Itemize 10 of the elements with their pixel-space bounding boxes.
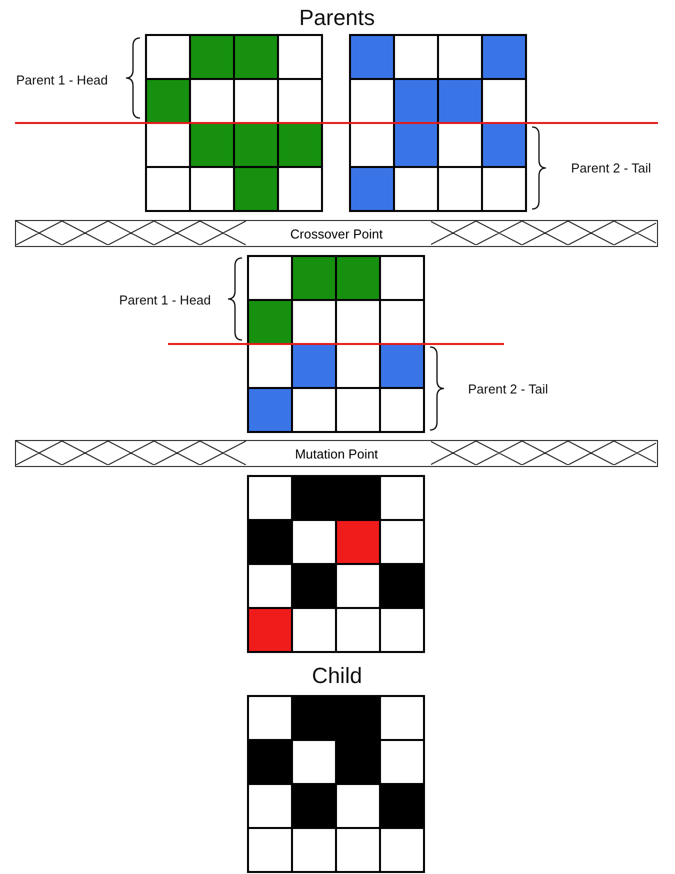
heading: Parents <box>299 5 375 31</box>
hatched-band <box>15 220 658 247</box>
heading: Child <box>312 663 362 689</box>
hatched-band <box>15 440 658 467</box>
band-label: Crossover Point <box>290 226 383 241</box>
section-label: Parent 1 - Head <box>16 72 108 88</box>
band-label: Mutation Point <box>294 446 378 461</box>
section-label: Parent 2 - Tail <box>571 160 651 176</box>
section-label: Parent 1 - Head <box>119 292 211 308</box>
section-label: Parent 2 - Tail <box>468 382 548 396</box>
